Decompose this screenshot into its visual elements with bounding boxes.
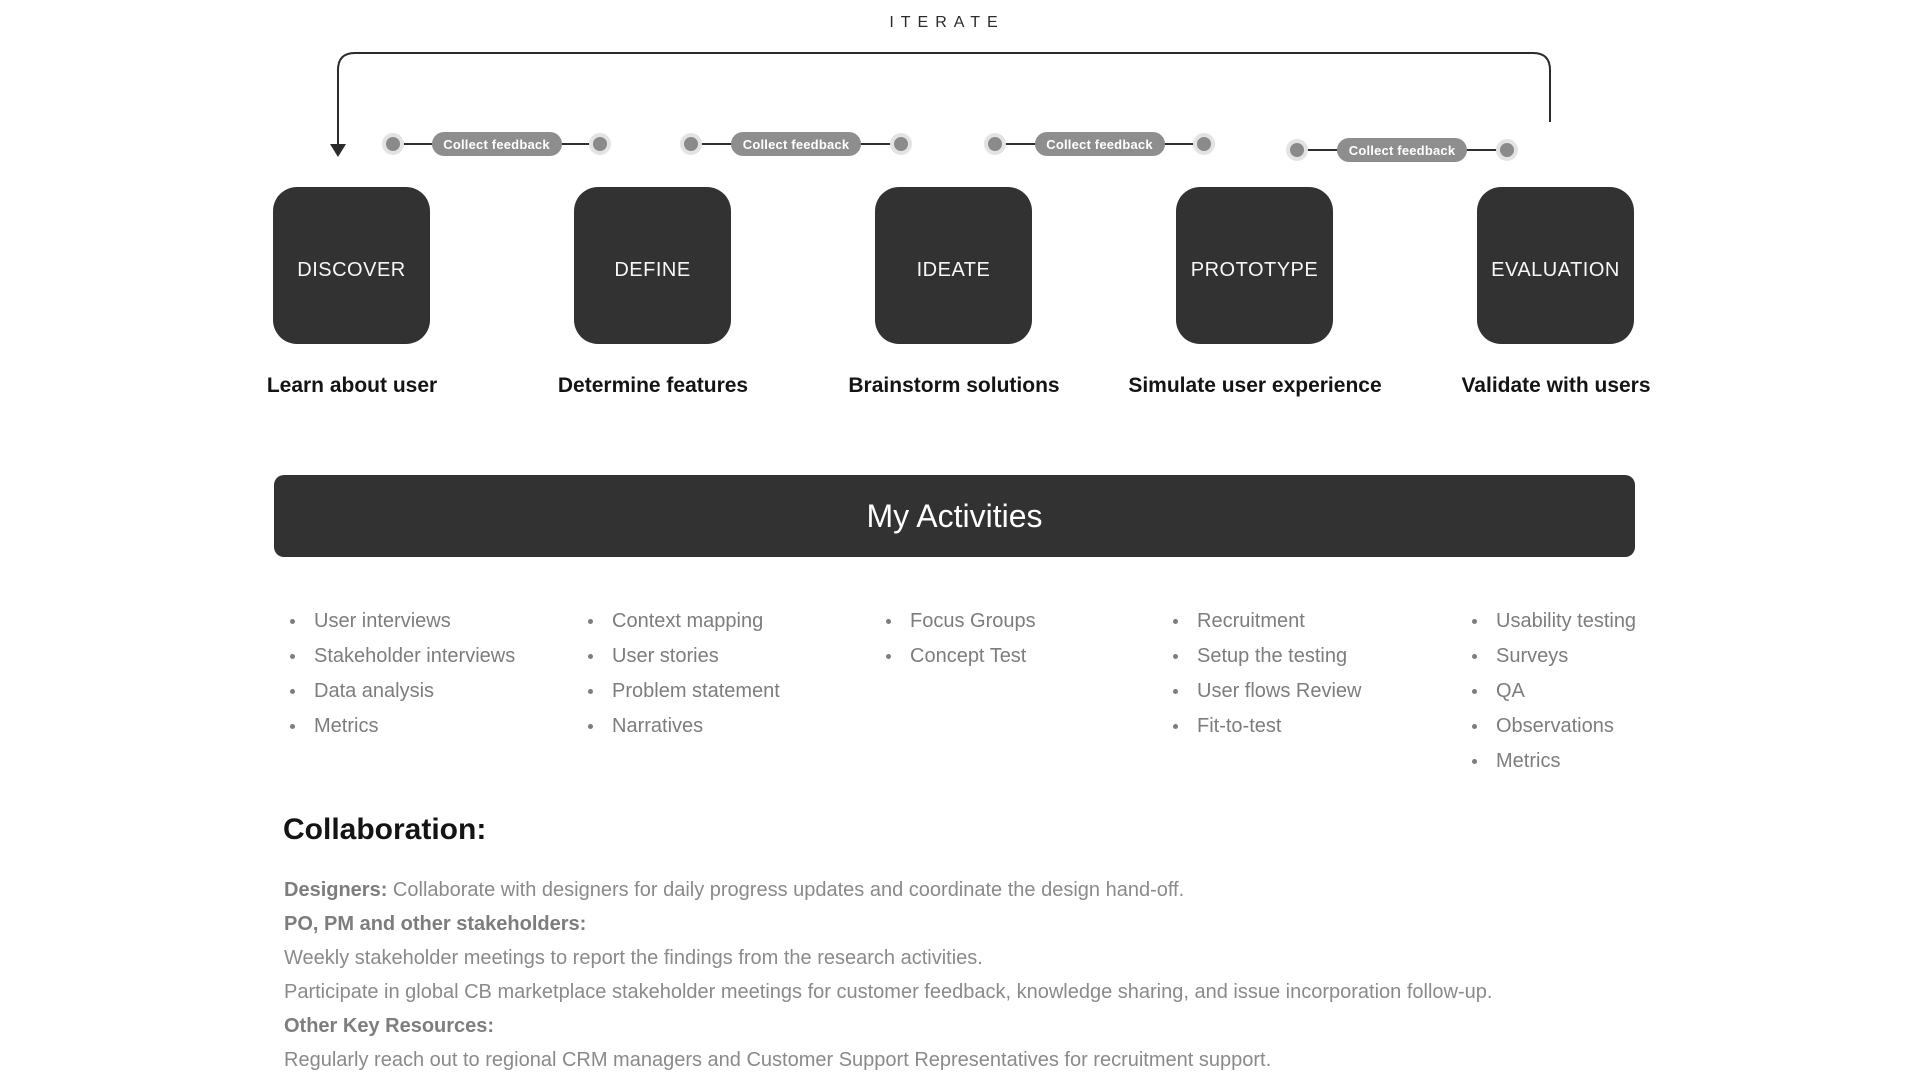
- connector-dot-icon: [984, 133, 1006, 155]
- collab-line-text: Regularly reach out to regional CRM mana…: [284, 1049, 1272, 1071]
- collab-line-bold: PO, PM and other stakeholders:: [284, 913, 587, 935]
- list-item: Setup the testing: [1173, 639, 1473, 674]
- list-item: QA: [1472, 674, 1772, 709]
- activity-list-evaluation: Usability testing Surveys QA Observation…: [1472, 604, 1772, 779]
- stage-caption-define: Determine features: [557, 374, 749, 397]
- activity-list-prototype: Recruitment Setup the testing User flows…: [1173, 604, 1473, 744]
- list-item: Metrics: [290, 709, 590, 744]
- collab-line: Participate in global CB marketplace sta…: [284, 975, 1704, 1009]
- connector-dot-icon: [382, 133, 404, 155]
- my-activities-header-bar: My Activities: [274, 475, 1635, 557]
- list-item: Problem statement: [588, 674, 888, 709]
- list-item: Narratives: [588, 709, 888, 744]
- stage-caption-evaluation: Validate with users: [1461, 374, 1651, 397]
- feedback-connector-2: Collect feedback: [680, 132, 912, 156]
- connector-dot-icon: [1496, 139, 1518, 161]
- collab-line: Regularly reach out to regional CRM mana…: [284, 1043, 1704, 1077]
- stage-label: DEFINE: [614, 259, 691, 281]
- stage-label: EVALUATION: [1491, 259, 1620, 281]
- list-item: Focus Groups: [886, 604, 1186, 639]
- collect-feedback-pill: Collect feedback: [1337, 138, 1467, 162]
- list-item: Context mapping: [588, 604, 888, 639]
- connector-dot-icon: [1193, 133, 1215, 155]
- my-activities-title: My Activities: [866, 497, 1043, 534]
- list-item: Usability testing: [1472, 604, 1772, 639]
- activity-list-define: Context mapping User stories Problem sta…: [588, 604, 888, 744]
- connector-dot-icon: [890, 133, 912, 155]
- list-item: User flows Review: [1173, 674, 1473, 709]
- stage-label: PROTOTYPE: [1190, 259, 1319, 281]
- stage-caption-ideate: Brainstorm solutions: [848, 374, 1060, 397]
- stage-box-discover: DISCOVER: [273, 187, 430, 344]
- list-item: Fit-to-test: [1173, 709, 1473, 744]
- activity-list-discover: User interviews Stakeholder interviews D…: [290, 604, 590, 744]
- stage-label: DISCOVER: [297, 259, 406, 281]
- stage-label: IDEATE: [916, 259, 991, 281]
- list-item: Surveys: [1472, 639, 1772, 674]
- connector-dot-icon: [680, 133, 702, 155]
- stage-box-prototype: PROTOTYPE: [1176, 187, 1333, 344]
- arrowhead-down-icon: [330, 144, 346, 157]
- feedback-connector-1: Collect feedback: [382, 132, 611, 156]
- connector-dot-icon: [589, 133, 611, 155]
- stage-box-define: DEFINE: [574, 187, 731, 344]
- list-item: User interviews: [290, 604, 590, 639]
- list-item: Metrics: [1472, 744, 1772, 779]
- collect-feedback-pill: Collect feedback: [431, 132, 562, 156]
- iterate-label: ITERATE: [889, 14, 1005, 31]
- collect-feedback-pill: Collect feedback: [731, 132, 861, 156]
- list-item: Stakeholder interviews: [290, 639, 590, 674]
- list-item: User stories: [588, 639, 888, 674]
- collab-line-bold: Designers:: [284, 879, 388, 901]
- collect-feedback-pill: Collect feedback: [1034, 132, 1165, 156]
- collab-line: PO, PM and other stakeholders:: [284, 907, 1704, 941]
- feedback-connector-3: Collect feedback: [984, 132, 1215, 156]
- collab-line-text: Participate in global CB marketplace sta…: [284, 981, 1493, 1003]
- iterate-loop-arrow: [330, 52, 1551, 157]
- collab-line-text: Weekly stakeholder meetings to report th…: [284, 947, 983, 969]
- list-item: Recruitment: [1173, 604, 1473, 639]
- collab-line: Other Key Resources:: [284, 1009, 1704, 1043]
- activity-list-ideate: Focus Groups Concept Test: [886, 604, 1186, 674]
- collaboration-body: Designers: Collaborate with designers fo…: [284, 873, 1704, 1077]
- feedback-connector-4: Collect feedback: [1286, 138, 1518, 162]
- list-item: Concept Test: [886, 639, 1186, 674]
- list-item: Observations: [1472, 709, 1772, 744]
- collab-line: Designers: Collaborate with designers fo…: [284, 873, 1704, 907]
- connector-dot-icon: [1286, 139, 1308, 161]
- stage-caption-prototype: Simulate user experience: [1128, 374, 1382, 397]
- stage-caption-discover: Learn about user: [266, 374, 438, 397]
- list-item: Data analysis: [290, 674, 590, 709]
- collab-line-bold: Other Key Resources:: [284, 1015, 495, 1037]
- stage-box-ideate: IDEATE: [875, 187, 1032, 344]
- collab-line: Weekly stakeholder meetings to report th…: [284, 941, 1704, 975]
- collaboration-heading: Collaboration:: [283, 813, 487, 846]
- stage-box-evaluation: EVALUATION: [1477, 187, 1634, 344]
- collab-line-text: Collaborate with designers for daily pro…: [387, 879, 1185, 901]
